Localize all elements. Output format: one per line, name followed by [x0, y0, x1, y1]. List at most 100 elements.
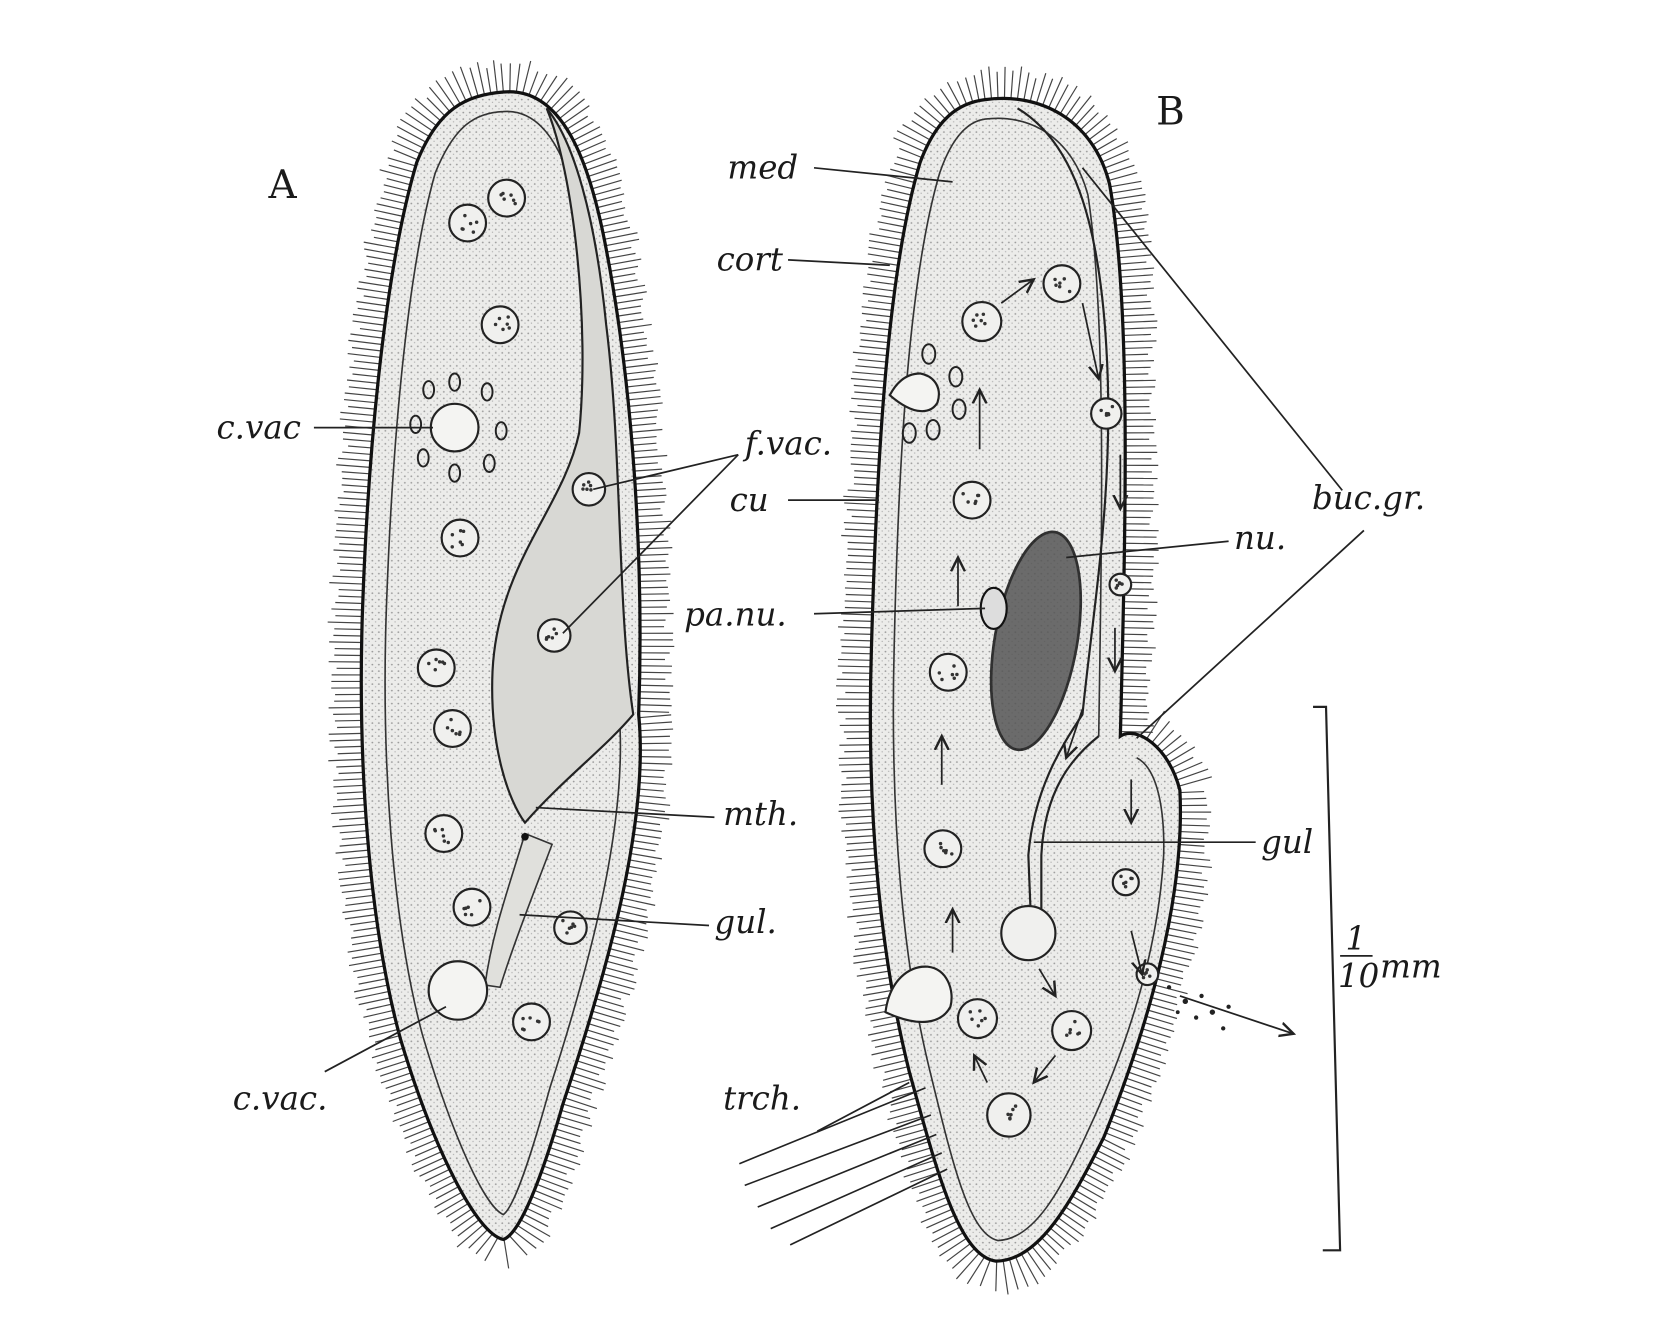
- cilium: [337, 798, 365, 800]
- cilium: [851, 457, 880, 459]
- cilium: [384, 192, 408, 198]
- cilium: [611, 942, 644, 950]
- cilium: [1161, 960, 1189, 967]
- cilium: [1058, 1218, 1084, 1236]
- cilium: [1109, 173, 1138, 181]
- food-particle: [1065, 1033, 1068, 1036]
- cilium: [627, 384, 657, 387]
- cilium: [640, 776, 664, 777]
- cilium: [1110, 181, 1141, 186]
- cilium: [1093, 129, 1118, 145]
- cilium: [1164, 947, 1195, 954]
- cilium: [345, 915, 376, 919]
- cilium: [920, 106, 941, 124]
- cilium: [614, 930, 647, 938]
- cilium: [450, 1209, 471, 1223]
- food-particle: [561, 919, 564, 922]
- cilium: [567, 1092, 591, 1100]
- cilium: [563, 106, 589, 124]
- cilium: [1122, 667, 1146, 668]
- food-particle: [427, 662, 430, 665]
- cilium: [1009, 1259, 1018, 1289]
- food-particle: [555, 632, 558, 635]
- cilium: [343, 439, 372, 441]
- cilium: [1113, 1115, 1144, 1127]
- label-c-vac-a-bottom: c.vac.: [233, 1080, 328, 1118]
- cilium: [1112, 195, 1145, 200]
- cilium: [1124, 367, 1150, 368]
- cilium: [494, 60, 498, 92]
- food-vacuole: [418, 650, 455, 687]
- cilium: [354, 985, 388, 992]
- cilium: [845, 608, 873, 609]
- cilium: [839, 803, 872, 805]
- food-particle: [1116, 584, 1119, 587]
- cilium: [342, 478, 369, 480]
- cilium: [1120, 268, 1154, 271]
- cilium: [1122, 301, 1151, 303]
- cilium: [427, 98, 445, 116]
- cilium: [1082, 1179, 1105, 1192]
- label-nu: nu.: [1234, 519, 1286, 557]
- cilium: [342, 908, 375, 912]
- cilium: [414, 1158, 444, 1172]
- cilium: [847, 581, 874, 582]
- cilium: [359, 979, 387, 984]
- cilium: [640, 672, 672, 673]
- cilium: [1179, 777, 1212, 786]
- cilium: [598, 992, 621, 999]
- cilium: [629, 403, 663, 406]
- cilium: [619, 324, 651, 329]
- food-particle: [454, 732, 457, 735]
- food-particle: [1073, 1020, 1076, 1023]
- cilium: [333, 635, 361, 636]
- food-particle: [1119, 875, 1122, 878]
- cilium: [639, 568, 669, 569]
- cilium: [543, 1166, 566, 1174]
- cilium: [565, 1098, 597, 1109]
- cilium: [861, 340, 889, 343]
- cilium: [870, 281, 895, 284]
- food-particle: [979, 319, 982, 322]
- food-particle: [446, 726, 449, 729]
- food-particle: [951, 673, 954, 676]
- cilium: [1123, 641, 1148, 642]
- cilium: [1121, 693, 1148, 694]
- cilium: [934, 95, 950, 114]
- cilium: [1174, 896, 1204, 901]
- scale-denominator: 10: [1338, 957, 1379, 995]
- cilium: [345, 863, 370, 865]
- food-particle: [1053, 278, 1056, 281]
- cilium: [855, 418, 882, 420]
- cilium: [639, 722, 671, 724]
- cilium: [344, 492, 369, 494]
- cilium: [966, 78, 973, 103]
- food-particle: [1069, 1028, 1072, 1031]
- cilium: [1016, 1257, 1029, 1287]
- food-particle: [939, 846, 942, 849]
- cilium: [336, 465, 370, 468]
- food-particle: [461, 543, 464, 546]
- cilium: [1071, 96, 1091, 121]
- food-particle: [441, 828, 444, 831]
- cilium: [523, 61, 531, 93]
- cilium: [1017, 67, 1021, 100]
- cilium: [1161, 735, 1181, 751]
- cilium: [338, 498, 368, 500]
- cilium: [839, 810, 873, 812]
- cilium: [377, 204, 405, 210]
- cilium: [1179, 845, 1204, 847]
- food-particle: [974, 324, 977, 327]
- cilium: [1180, 798, 1206, 799]
- food-particle: [950, 852, 953, 855]
- cilium: [1123, 321, 1158, 322]
- cilium: [837, 679, 871, 680]
- cilium: [1126, 1078, 1151, 1087]
- cilium: [436, 1187, 458, 1199]
- cilium: [841, 829, 873, 831]
- cilium: [634, 463, 658, 465]
- cilium: [352, 953, 382, 958]
- cilium: [947, 1243, 971, 1261]
- cilium: [1085, 115, 1108, 134]
- food-particle: [451, 545, 454, 548]
